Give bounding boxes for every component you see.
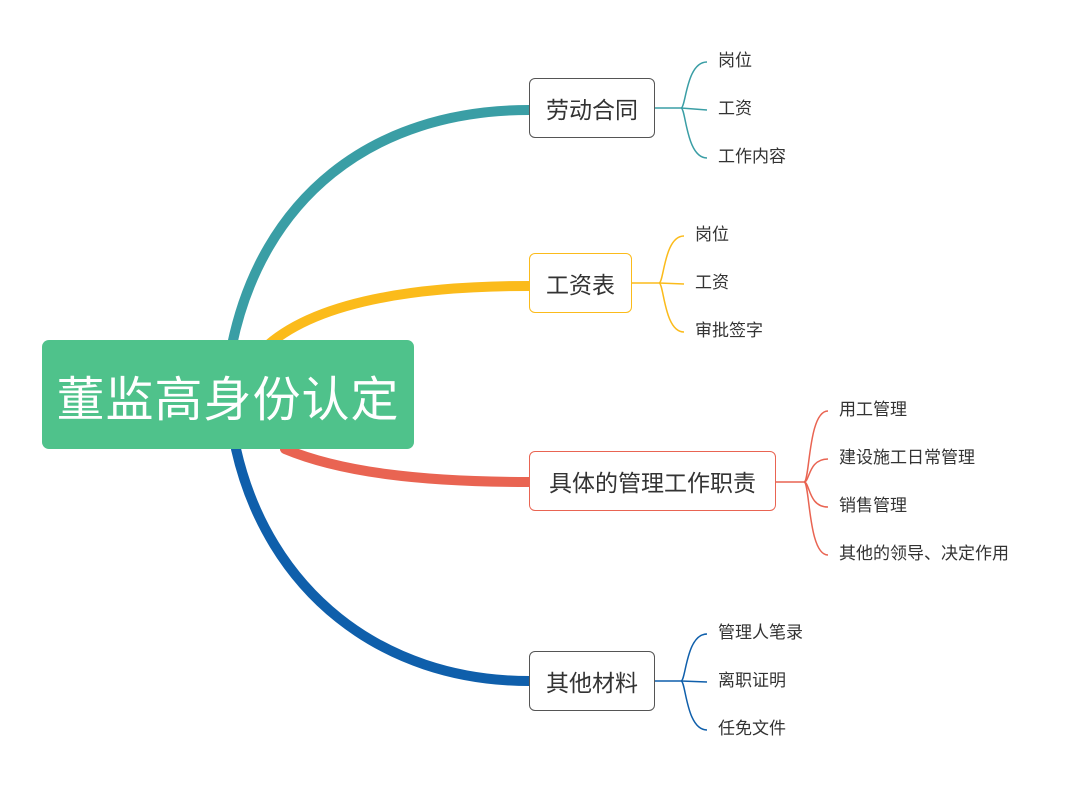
leaf-labor-contract-salary[interactable]: 工资 <box>718 99 752 119</box>
leaf-duties-sales-management[interactable]: 销售管理 <box>839 496 907 516</box>
branch-other-materials-label: 其他材料 <box>546 671 638 697</box>
branch-salary-sheet-label: 工资表 <box>546 273 615 299</box>
connector-root-to-other-materials <box>231 444 534 686</box>
subconnectors-duties <box>775 410 829 556</box>
connector-root-to-labor-contract <box>227 105 534 350</box>
branch-management-duties-label: 具体的管理工作职责 <box>549 471 756 497</box>
leaf-labor-contract-position[interactable]: 岗位 <box>718 51 752 71</box>
leaf-labor-contract-job-content[interactable]: 工作内容 <box>718 147 786 167</box>
leaf-other-resignation-certificate[interactable]: 离职证明 <box>718 671 786 691</box>
leaf-salary-sheet-salary[interactable]: 工资 <box>695 273 729 293</box>
leaf-other-manager-transcript[interactable]: 管理人笔录 <box>718 623 803 643</box>
root-topic-label: 董监高身份认定 <box>56 371 400 428</box>
branch-other-materials[interactable]: 其他材料 <box>529 651 655 711</box>
leaf-duties-employment-management[interactable]: 用工管理 <box>839 400 907 420</box>
leaf-duties-other-leadership[interactable]: 其他的领导、决定作用 <box>839 544 1009 564</box>
root-topic[interactable]: 董监高身份认定 <box>42 340 414 449</box>
leaf-salary-sheet-position[interactable]: 岗位 <box>695 225 729 245</box>
leaf-duties-construction-management[interactable]: 建设施工日常管理 <box>839 448 975 468</box>
subconnectors-salary-sheet <box>631 235 685 333</box>
branch-management-duties[interactable]: 具体的管理工作职责 <box>529 451 776 511</box>
branch-labor-contract[interactable]: 劳动合同 <box>529 78 655 138</box>
leaf-other-appointment-documents[interactable]: 任免文件 <box>718 719 786 739</box>
connector-root-to-salary-sheet <box>263 281 534 350</box>
subconnectors-other-materials <box>654 633 708 731</box>
connector-root-to-duties <box>280 444 534 487</box>
subconnectors-labor-contract <box>654 61 708 159</box>
branch-labor-contract-label: 劳动合同 <box>546 98 638 124</box>
leaf-salary-sheet-approval-signature[interactable]: 审批签字 <box>695 321 763 341</box>
branch-salary-sheet[interactable]: 工资表 <box>529 253 632 313</box>
